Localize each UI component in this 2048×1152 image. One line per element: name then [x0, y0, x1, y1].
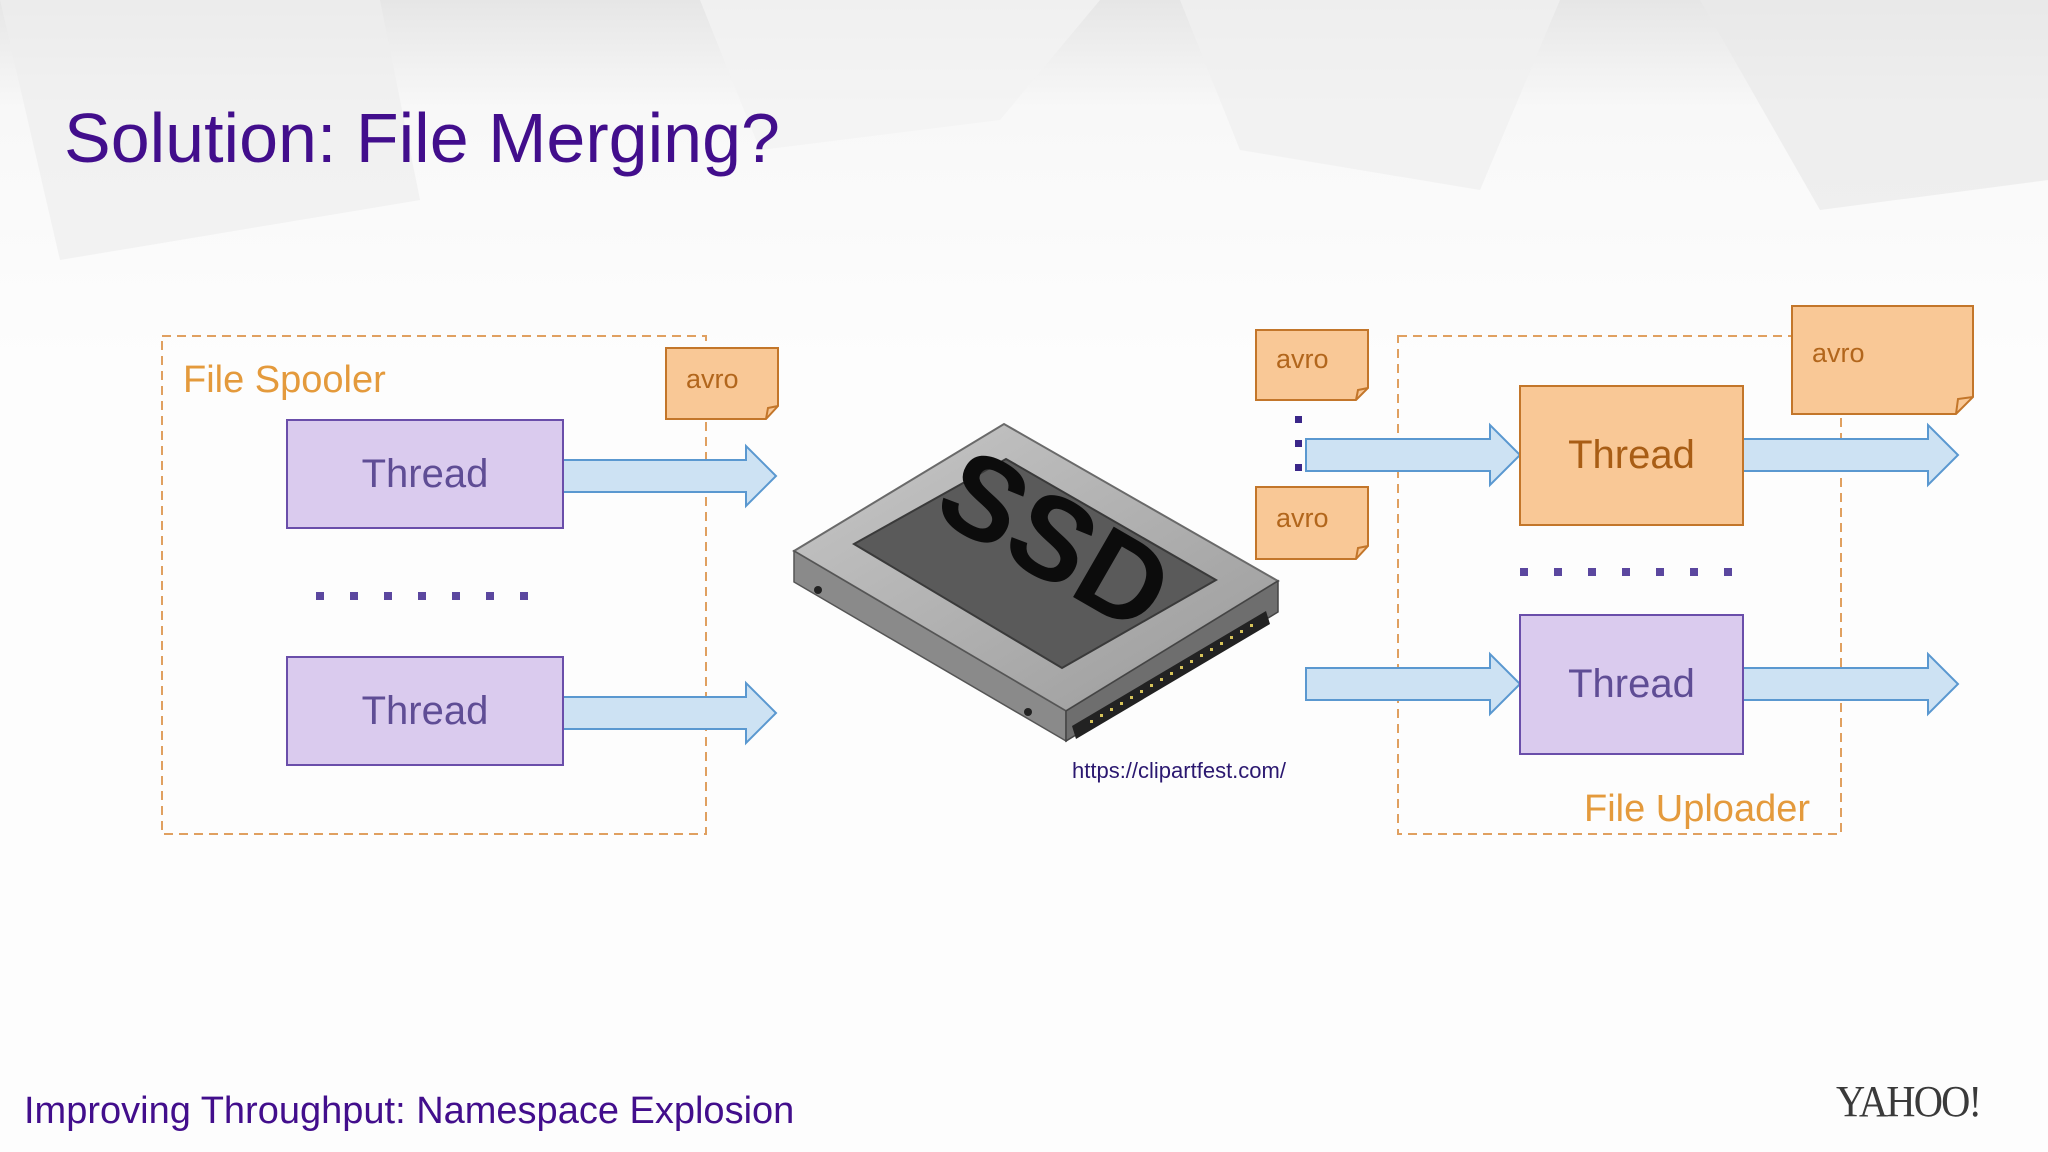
spooler-thread-1: Thread: [286, 419, 564, 529]
uploader-thread-2-label: Thread: [1568, 662, 1695, 706]
uploader-outgoing-avro-note: [1791, 305, 1974, 415]
uploader-thread-2: Thread: [1519, 614, 1744, 755]
uploader-out-arrow-bottom: [1741, 651, 1960, 717]
incoming-avro-ellipsis: [1295, 416, 1302, 471]
spooler-arrow-bottom: [561, 680, 778, 746]
uploader-out-arrow-top: [1741, 422, 1960, 488]
uploader-incoming-avro-label-1: avro: [1276, 344, 1329, 374]
spooler-thread-1-label: Thread: [361, 451, 489, 496]
uploader-incoming-avro-note-2: [1255, 486, 1369, 560]
file-spooler-label: File Spooler: [183, 359, 386, 401]
uploader-incoming-avro-note-1: [1255, 329, 1369, 401]
uploader-in-arrow-top: [1305, 422, 1522, 488]
spooler-thread-2-label: Thread: [361, 688, 489, 733]
spooler-ellipsis: [316, 592, 528, 600]
spooler-arrow-top: [561, 443, 778, 509]
file-spooler-box: [161, 335, 707, 835]
file-uploader-box: [1397, 335, 1842, 835]
image-credit-url: https://clipartfest.com/: [1072, 758, 1286, 783]
uploader-outgoing-avro-label: avro: [1812, 338, 1865, 368]
slide-footer: Improving Throughput: Namespace Explosio…: [24, 1090, 795, 1132]
uploader-thread-1-label: Thread: [1568, 433, 1695, 477]
ssd-drive-image: SSD: [792, 423, 1280, 743]
spooler-avro-note: [665, 347, 779, 420]
file-uploader-label: File Uploader: [1584, 788, 1810, 830]
slide-title: Solution: File Merging?: [64, 99, 780, 177]
uploader-in-arrow-bottom: [1305, 651, 1522, 717]
spooler-avro-label: avro: [686, 364, 739, 394]
yahoo-logo: YAHOO!: [1836, 1077, 1982, 1126]
uploader-thread-1: Thread: [1519, 385, 1744, 526]
uploader-incoming-avro-label-2: avro: [1276, 503, 1329, 533]
spooler-thread-2: Thread: [286, 656, 564, 766]
uploader-ellipsis: [1520, 568, 1732, 576]
